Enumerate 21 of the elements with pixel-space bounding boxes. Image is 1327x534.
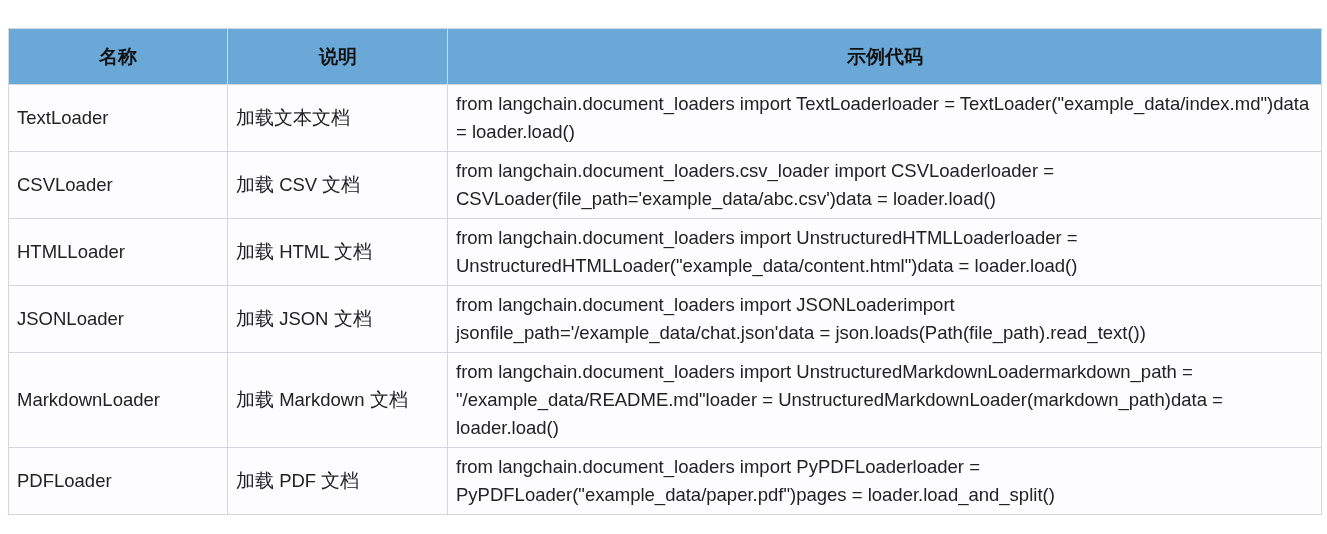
code-cell: from langchain.document_loaders import UnstructuredHTMLLoaderloader = UnstructuredHTMLLoader("example_data/content.html")data = loader.load() [447,218,1322,286]
code-cell: from langchain.document_loaders import PyPDFLoaderloader = PyPDFLoader("example_data/paper.pdf")pages = loader.load_and_split() [447,447,1322,515]
name-cell: TextLoader [8,84,228,152]
name-cell: MarkdownLoader [8,352,228,448]
name-cell: JSONLoader [8,285,228,353]
description-cell: 加载 HTML 文档 [227,218,448,286]
name-cell: PDFLoader [8,447,228,515]
name-cell: HTMLLoader [8,218,228,286]
column-header: 名称 [8,28,228,85]
code-cell: from langchain.document_loaders.csv_loader import CSVLoaderloader = CSVLoader(file_path='example_data/abc.csv')data = loader.load() [447,151,1322,219]
name-cell: CSVLoader [8,151,228,219]
description-cell: 加载 CSV 文档 [227,151,448,219]
description-cell: 加载 PDF 文档 [227,447,448,515]
description-cell: 加载 Markdown 文档 [227,352,448,448]
description-cell: 加载文本文档 [227,84,448,152]
column-header: 示例代码 [447,28,1322,85]
code-cell: from langchain.document_loaders import UnstructuredMarkdownLoadermarkdown_path = "/example_data/README.md"loader = UnstructuredMarkdownLoader(markdown_path)data = loader.load() [447,352,1322,448]
column-header: 说明 [227,28,448,85]
code-cell: from langchain.document_loaders import JSONLoaderimport jsonfile_path='/example_data/chat.json'data = json.loads(Path(file_path).read_text()) [447,285,1322,353]
code-cell: from langchain.document_loaders import TextLoaderloader = TextLoader("example_data/index.md")data = loader.load() [447,84,1322,152]
description-cell: 加载 JSON 文档 [227,285,448,353]
